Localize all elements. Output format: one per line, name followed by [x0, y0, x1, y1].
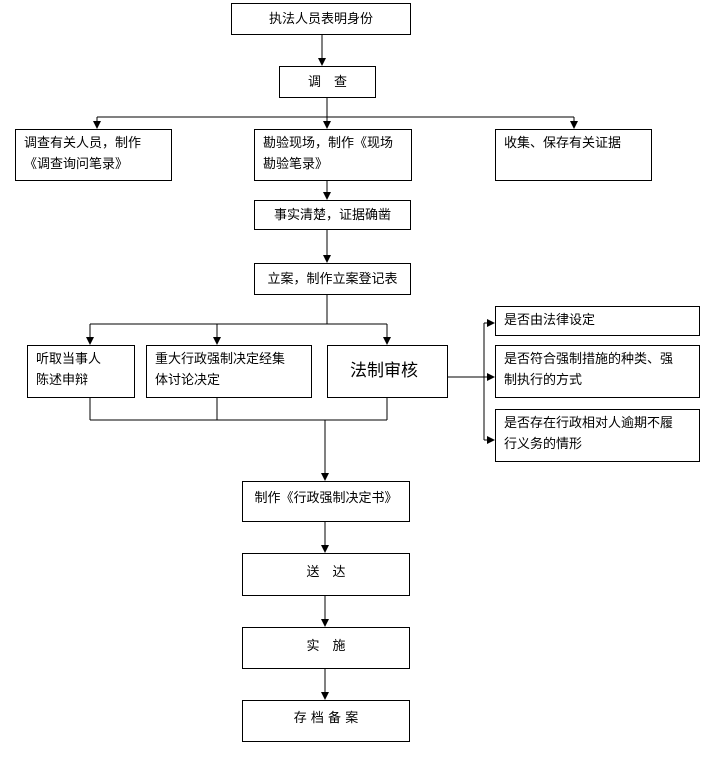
branch-interview-box: 调查有关人员，制作 《调查询问笔录》 [15, 129, 172, 181]
deliver-box: 送 达 [242, 553, 410, 596]
review-2-box: 是否符合强制措施的种类、强 制执行的方式 [495, 345, 700, 398]
facts-clear-box: 事实清楚，证据确凿 [254, 200, 411, 230]
register-box: 立案，制作立案登记表 [254, 263, 411, 295]
review-3-box: 是否存在行政相对人逾期不履 行义务的情形 [495, 409, 700, 462]
archive-box: 存 档 备 案 [242, 700, 410, 742]
hearing-box: 听取当事人 陈述申辩 [27, 345, 135, 398]
legal-review-box: 法制审核 [327, 345, 448, 398]
review-1-box: 是否由法律设定 [495, 306, 700, 336]
identify-box: 执法人员表明身份 [231, 3, 411, 35]
investigate-box: 调 查 [279, 66, 376, 98]
execute-box: 实 施 [242, 627, 410, 669]
collective-box: 重大行政强制决定经集 体讨论决定 [146, 345, 312, 398]
decision-box: 制作《行政强制决定书》 [242, 481, 410, 522]
branch-evidence-box: 收集、保存有关证据 [495, 129, 652, 181]
branch-inspect-box: 勘验现场，制作《现场 勘验笔录》 [254, 129, 412, 181]
